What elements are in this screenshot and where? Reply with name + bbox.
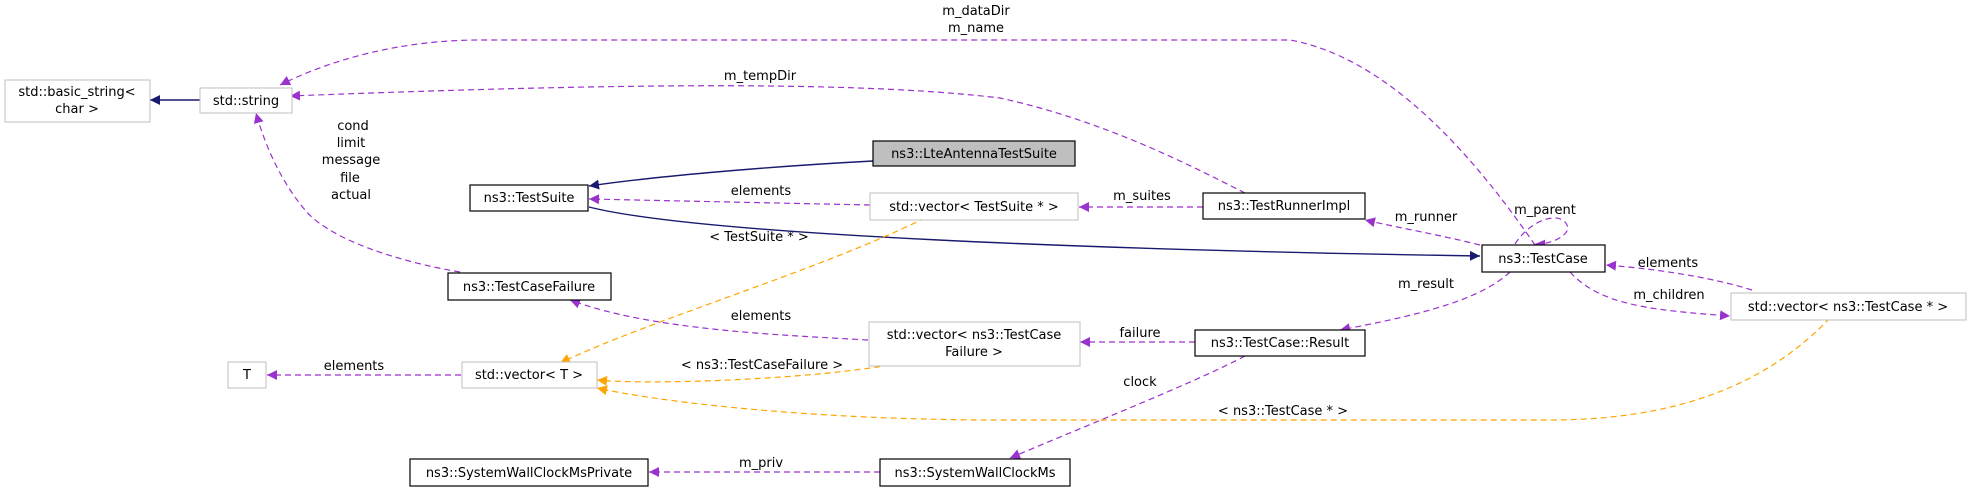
node-test-runner-impl[interactable]: ns3::TestRunnerImpl (1202, 192, 1366, 220)
node-system-wall-clock-ms-private-label: ns3::SystemWallClockMsPrivate (426, 466, 632, 481)
edge-test-case-to-vector-case (1569, 271, 1731, 321)
node-test-case-failure[interactable]: ns3::TestCaseFailure (447, 272, 612, 301)
node-system-wall-clock-ms-private[interactable]: ns3::SystemWallClockMsPrivate (409, 458, 649, 487)
node-vector-test-suite-label: std::vector< TestSuite * > (889, 200, 1059, 215)
label-m-data-dir: m_dataDir (942, 4, 1010, 19)
label-m-name: m_name (948, 21, 1004, 36)
label-case-elements: elements (1638, 256, 1699, 271)
label-m-result: m_result (1398, 277, 1454, 292)
label-tmpl-test-case-failure: < ns3::TestCaseFailure > (681, 358, 843, 373)
node-vector-test-case-failure-label-1: std::vector< ns3::TestCase (887, 328, 1062, 343)
label-failure: failure (1119, 326, 1160, 341)
node-vector-T[interactable]: std::vector< T > (461, 361, 598, 389)
node-test-case[interactable]: ns3::TestCase (1481, 244, 1606, 273)
label-tmpl-test-case: < ns3::TestCase * > (1218, 404, 1348, 419)
edge-runner-to-string-temp-dir (289, 85, 1246, 194)
node-vector-test-case-label: std::vector< ns3::TestCase * > (1748, 300, 1948, 315)
edge-result-to-clock (1009, 355, 1246, 459)
label-m-children: m_children (1633, 288, 1704, 303)
node-lte-antenna-test-suite-label: ns3::LteAntennaTestSuite (891, 147, 1057, 162)
label-message: message (322, 153, 380, 168)
edge-vector-suite-to-vector-t (559, 217, 926, 364)
label-limit: limit (337, 136, 366, 151)
edge-vector-failure-to-failure (569, 298, 869, 341)
node-std-basic-string[interactable]: std::basic_string< char > (4, 79, 151, 123)
label-m-temp-dir: m_tempDir (724, 69, 797, 84)
node-test-case-result-label: ns3::TestCase::Result (1211, 336, 1349, 351)
node-vector-test-case-failure[interactable]: std::vector< ns3::TestCase Failure > (868, 321, 1081, 367)
label-m-suites: m_suites (1113, 189, 1171, 204)
node-test-case-label: ns3::TestCase (1498, 252, 1587, 267)
node-T-label: T (242, 368, 251, 383)
label-m-runner: m_runner (1395, 210, 1458, 225)
edge-test-case-to-result (1339, 271, 1511, 334)
node-lte-antenna-test-suite[interactable]: ns3::LteAntennaTestSuite (872, 140, 1076, 167)
label-failure-elements: elements (731, 309, 792, 324)
label-cond: cond (337, 119, 369, 134)
node-test-case-failure-label: ns3::TestCaseFailure (463, 280, 595, 295)
node-test-suite[interactable]: ns3::TestSuite (469, 184, 589, 212)
edge-vector-failure-to-vector-t (596, 364, 891, 386)
node-std-basic-string-label-1: std::basic_string< (18, 85, 135, 100)
node-vector-test-case-failure-label-2: Failure > (945, 345, 1003, 360)
edges (150, 39, 1831, 477)
nodes: std::basic_string< char > std::string ns… (4, 79, 1967, 487)
node-system-wall-clock-ms-label: ns3::SystemWallClockMs (894, 466, 1055, 481)
edge-lte-antenna-to-test-suite (588, 160, 874, 190)
label-suite-elements: elements (731, 184, 792, 199)
label-clock: clock (1123, 375, 1157, 390)
edge-labels: m_dataDir m_name m_tempDir cond limit me… (322, 4, 1705, 471)
edge-vector-case-to-vector-t (596, 317, 1831, 421)
node-system-wall-clock-ms[interactable]: ns3::SystemWallClockMs (879, 458, 1071, 487)
label-T-elements: elements (324, 359, 385, 374)
label-actual: actual (331, 188, 371, 203)
edge-vector-suite-to-test-suite (588, 194, 871, 206)
label-m-priv: m_priv (739, 456, 783, 471)
label-m-parent: m_parent (1514, 203, 1576, 218)
edge-test-case-to-string-data-dir (279, 39, 1536, 246)
edge-failure-to-string (253, 112, 461, 273)
edge-test-case-self-parent (1514, 217, 1569, 250)
node-T[interactable]: T (227, 361, 267, 389)
edge-vector-case-to-test-case (1605, 260, 1753, 291)
edge-test-suite-to-test-case (588, 206, 1481, 261)
node-test-suite-label: ns3::TestSuite (484, 191, 575, 206)
label-tmpl-test-suite: < TestSuite * > (709, 230, 808, 245)
label-file: file (340, 171, 360, 186)
node-test-runner-impl-label: ns3::TestRunnerImpl (1218, 199, 1351, 214)
edge-test-case-to-runner (1364, 217, 1481, 246)
node-vector-test-case[interactable]: std::vector< ns3::TestCase * > (1730, 292, 1967, 321)
node-std-basic-string-label-2: char > (55, 102, 99, 117)
node-vector-T-label: std::vector< T > (475, 368, 583, 383)
node-test-case-result[interactable]: ns3::TestCase::Result (1194, 329, 1366, 357)
node-std-string[interactable]: std::string (199, 87, 293, 114)
node-vector-test-suite[interactable]: std::vector< TestSuite * > (869, 192, 1079, 221)
node-std-string-label: std::string (213, 94, 279, 109)
